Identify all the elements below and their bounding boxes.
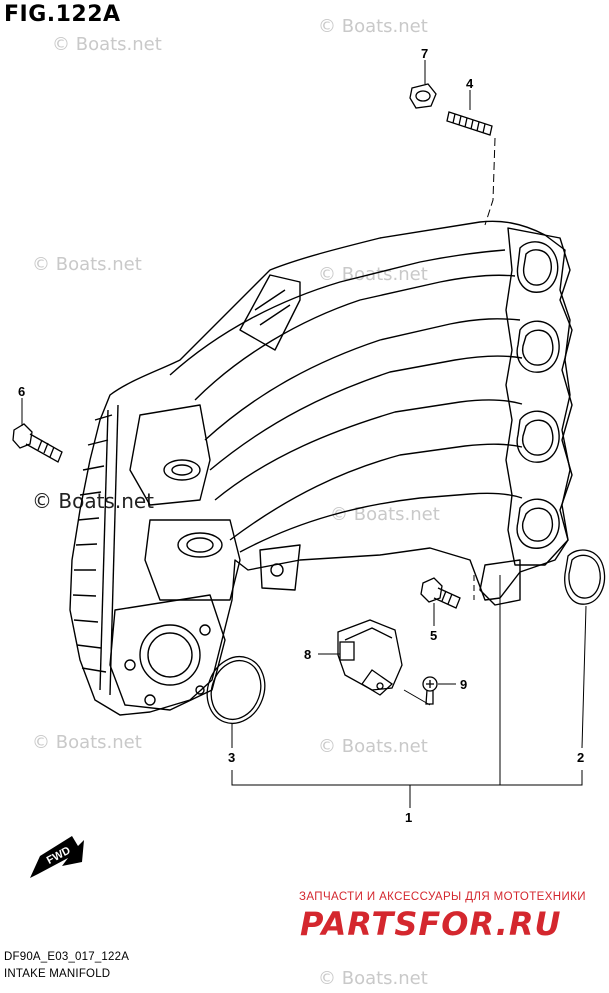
watermark: © Boats.net [318,736,428,757]
watermark: © Boats.net [330,504,440,525]
callout-4: 4 [466,76,474,91]
figure-title: FIG.122A [4,2,121,27]
part-5-bolt [420,577,461,609]
promo-tagline: ЗАПЧАСТИ И АКСЕССУАРЫ ДЛЯ МОТОТЕХНИКИ [299,891,586,903]
callout-5: 5 [430,628,437,643]
callout-1: 1 [405,810,412,825]
callout-8: 8 [304,647,311,662]
watermark: © Boats.net [32,254,142,275]
part-6-bolt [12,423,63,463]
callout-9: 9 [460,677,467,692]
callout-3: 3 [228,750,235,765]
promo-logo: PARTSFOR.RU [300,905,562,943]
manifold-body [69,220,573,716]
watermark: © Boats.net [52,34,162,55]
watermark: © Boats.net [32,732,142,753]
part-8-sensor [337,619,403,696]
callout-6: 6 [18,384,25,399]
part-9-screw [422,676,438,705]
part-3-gasket [206,655,266,725]
figure-code: DF90A_E03_017_122A [4,951,130,963]
callout-2: 2 [577,750,584,765]
part-4-stud [446,111,493,136]
part-7-nut [409,83,437,109]
part-2-gasket [564,549,606,605]
leader-lines [21,60,587,808]
watermark: © Boats.net [318,16,428,37]
watermark-group: © Boats.net © Boats.net © Boats.net © Bo… [32,16,440,989]
figure-name: INTAKE MANIFOLD [4,968,111,980]
watermark: © Boats.net [318,968,428,988]
watermark: © Boats.net [318,264,428,285]
callout-group: 1 2 3 4 5 6 7 8 9 [18,46,584,825]
callout-7: 7 [421,46,428,61]
fwd-arrow-icon: FWD [30,836,84,878]
